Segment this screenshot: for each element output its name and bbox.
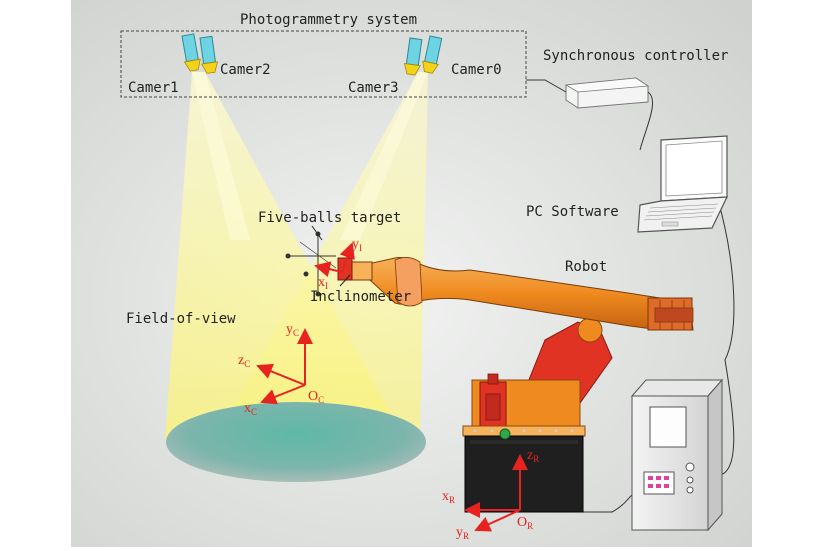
robot-frame-origin-label: OR: [517, 515, 533, 531]
camera-pair-left: [181, 33, 219, 74]
camera-frame-y-label: yC: [286, 322, 299, 338]
robot-frame-y-label: yR: [456, 525, 469, 541]
robot-frame-z-label: zR: [527, 448, 539, 464]
five-balls-target-label: Five-balls target: [258, 210, 401, 226]
cables: [526, 79, 735, 513]
field-of-view-label: Field-of-view: [126, 311, 236, 327]
camera-label-camer0: Camer0: [451, 62, 502, 78]
inclinometer-x-axis-label: xI: [318, 275, 328, 291]
inclinometer-label: Inclinometer: [310, 289, 411, 305]
photogrammetry-system-box: [120, 30, 527, 98]
camera-frame-origin-label: OC: [308, 389, 324, 405]
synchronous-controller-label: Synchronous controller: [543, 48, 728, 64]
inclinometer-y-axis-label: yI: [352, 237, 362, 253]
inclinometer-leader: [339, 274, 351, 287]
laptop-icon: [637, 135, 728, 233]
robot-base: [464, 435, 584, 513]
control-cabinet: [630, 378, 724, 532]
camera-label-camer2: Camer2: [220, 62, 271, 78]
camera-icon: [199, 35, 219, 74]
camera-frame-x-label: xC: [244, 401, 257, 417]
five-balls-target-leader: [311, 225, 323, 241]
pc-software-label: PC Software: [526, 204, 619, 220]
camera-frame-z-label: zC: [238, 353, 250, 369]
robot-frame-x-label: xR: [442, 489, 455, 505]
camera-icon: [422, 35, 443, 74]
camera-icon: [181, 33, 201, 72]
synchronous-controller-box: [564, 77, 650, 109]
cabinet-keypad: [643, 471, 675, 495]
robot-label: Robot: [565, 259, 607, 275]
robot-frame-axes: [464, 454, 528, 532]
cabinet-screen: [649, 406, 687, 448]
inclinometer-frame: [314, 242, 355, 277]
robot-arm: [337, 257, 694, 513]
camera-pair-right: [403, 35, 443, 76]
camera-frame-axes: [256, 328, 313, 405]
field-of-view-ellipse: [166, 402, 426, 482]
camera-icon: [403, 37, 423, 76]
photogrammetry-system-label: Photogrammetry system: [240, 12, 417, 28]
camera-label-camer3: Camer3: [348, 80, 399, 96]
camera-label-camer1: Camer1: [128, 80, 179, 96]
